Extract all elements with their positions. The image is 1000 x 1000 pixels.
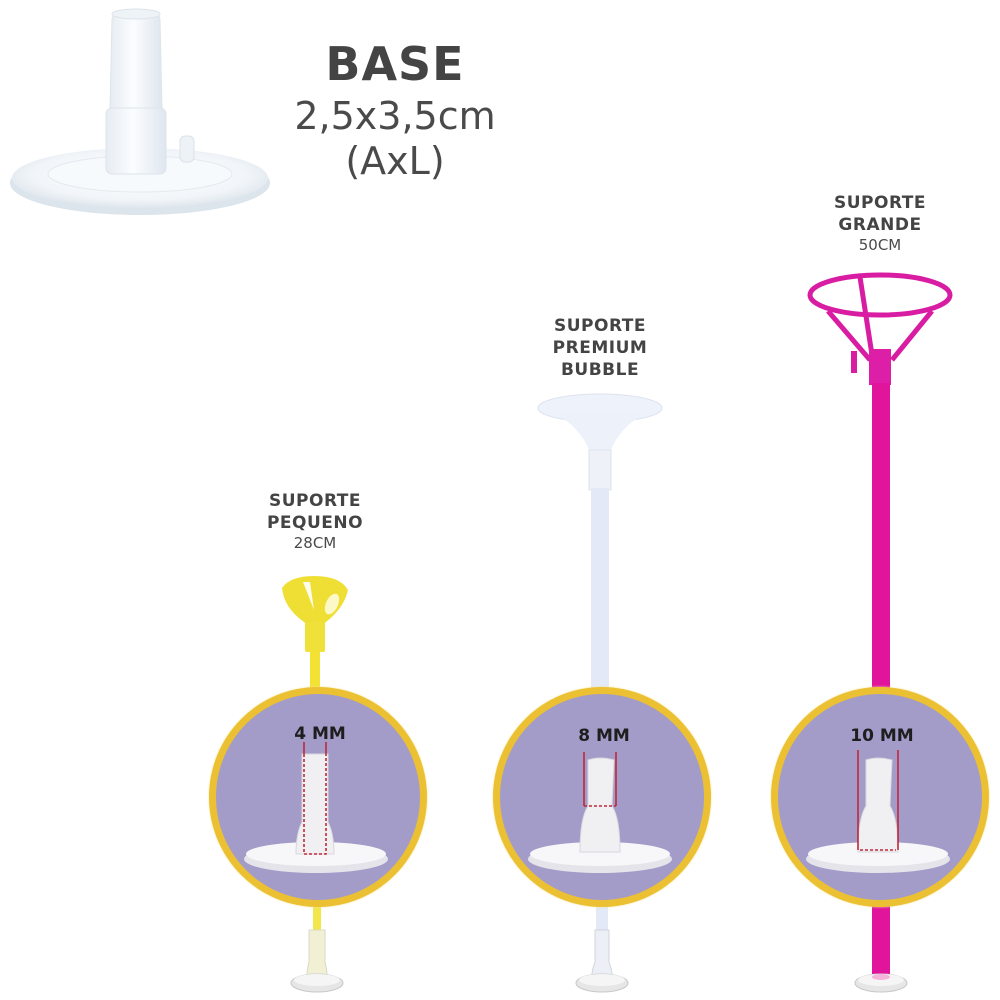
pink-stem-base-icon	[854, 900, 908, 993]
product-title-line1: SUPORTE	[834, 193, 926, 213]
pink-ring-cup-icon	[807, 272, 953, 700]
diameter-label: 8 MM	[578, 726, 630, 746]
detail-circle-4mm: 4 MM	[209, 687, 427, 907]
base-photo	[10, 8, 270, 215]
diameter-label: 4 MM	[294, 724, 346, 744]
diameter-label: 10 MM	[850, 726, 914, 746]
white-stem-base-icon	[575, 900, 629, 993]
white-disc-cup-icon	[537, 393, 663, 700]
product-premium-bubble: SUPORTE PREMIUM BUBBLE	[515, 315, 685, 381]
product-size: 50CM	[858, 236, 902, 254]
product-title-line2: PEQUENO	[266, 513, 364, 533]
base-title: BASE	[325, 37, 465, 91]
yellow-stem-base-icon	[290, 900, 344, 993]
base-unit-note: (AxL)	[345, 139, 445, 183]
product-title-line1: SUPORTE	[269, 491, 361, 511]
product-title-line2: GRANDE	[838, 215, 922, 235]
base-dimensions: 2,5x3,5cm	[294, 94, 496, 138]
product-size: 28CM	[293, 534, 337, 552]
product-title-line3: BUBBLE	[560, 360, 640, 380]
base-cross-section-icon	[244, 742, 388, 873]
product-pequeno: SUPORTE PEQUENO 28CM	[230, 490, 400, 552]
detail-circle-8mm: 8 MM	[493, 687, 711, 907]
detail-circle-10mm: 10 MM	[771, 687, 989, 907]
product-title-line2: PREMIUM	[552, 338, 648, 358]
product-grande: SUPORTE GRANDE 50CM	[795, 192, 965, 254]
yellow-cup-icon	[282, 576, 348, 700]
base-cross-section-icon	[528, 752, 672, 873]
base-cross-section-icon	[806, 750, 950, 873]
product-title-line1: SUPORTE	[554, 316, 646, 336]
